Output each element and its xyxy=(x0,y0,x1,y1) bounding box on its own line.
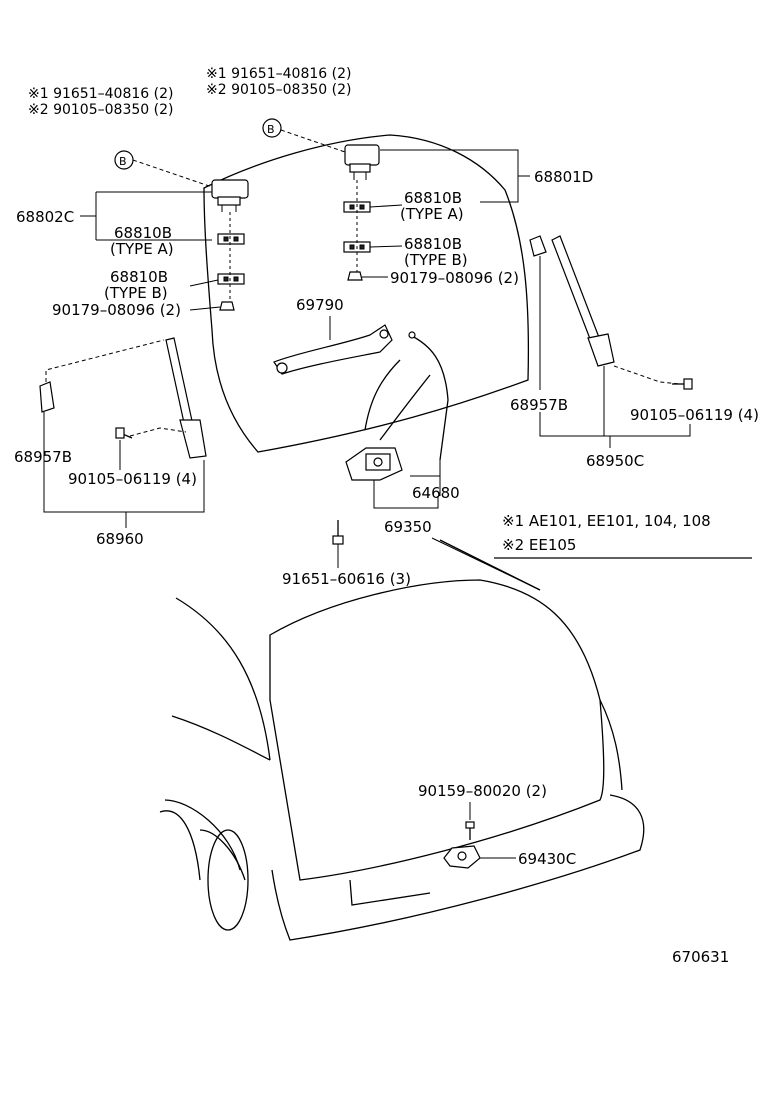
left-nut-icon xyxy=(219,301,235,311)
note-left-2: ※2 90105–08350 (2) xyxy=(28,102,173,118)
door-lock-icon xyxy=(345,447,403,481)
label-64680: 64680 xyxy=(412,484,460,502)
left-bolt-icon xyxy=(115,427,133,439)
legend-note-1: ※1 AE101, EE101, 104, 108 xyxy=(502,512,711,530)
right-stay-icon xyxy=(551,235,615,367)
note-left-1: ※1 91651–40816 (2) xyxy=(28,86,173,102)
right-nut-icon xyxy=(347,271,363,281)
label-69350: 69350 xyxy=(384,518,432,536)
label-68960: 68960 xyxy=(96,530,144,548)
label-68957b-right: 68957B xyxy=(510,396,568,414)
b-marker-top: B xyxy=(267,123,275,136)
label-68810b-right-a: 68810B xyxy=(404,189,462,207)
label-68801d: 68801D xyxy=(534,168,593,186)
note-top-1: ※1 91651–40816 (2) xyxy=(206,66,351,82)
label-90159-80020: 90159–80020 (2) xyxy=(418,782,547,800)
note-top-2: ※2 90105–08350 (2) xyxy=(206,82,351,98)
label-68810b-left-a: 68810B xyxy=(114,224,172,242)
label-nut-left: 90179–08096 (2) xyxy=(52,301,181,319)
left-hinge-icon xyxy=(211,179,249,212)
diagram-number: 670631 xyxy=(672,948,729,966)
back-door-outline xyxy=(203,134,530,453)
label-68957b-left: 68957B xyxy=(14,448,72,466)
label-69430c: 69430C xyxy=(518,850,576,868)
left-stay-icon xyxy=(165,337,207,459)
label-nut-right: 90179–08096 (2) xyxy=(390,269,519,287)
left-shim-type-b-icon xyxy=(217,273,245,285)
label-type-a-right: (TYPE A) xyxy=(400,205,464,223)
legend-note-2: ※2 EE105 xyxy=(502,536,576,554)
right-hinge-icon xyxy=(344,144,380,180)
label-68810b-left-b: 68810B xyxy=(110,268,168,286)
right-stay-bracket-icon xyxy=(529,235,547,257)
label-90105-06119-right: 90105–06119 (4) xyxy=(630,406,759,424)
label-type-a-left: (TYPE A) xyxy=(110,240,174,258)
label-69790: 69790 xyxy=(296,296,344,314)
left-stay-bracket-icon xyxy=(39,381,55,413)
b-marker-left: B xyxy=(119,155,127,168)
label-68810b-right-b: 68810B xyxy=(404,235,462,253)
door-handle-icon xyxy=(273,324,393,375)
label-90105-06119-left: 90105–06119 (4) xyxy=(68,470,197,488)
left-shim-type-a-icon xyxy=(217,233,245,245)
label-68802c: 68802C xyxy=(16,208,74,226)
label-type-b-right: (TYPE B) xyxy=(404,251,468,269)
right-bolt-icon xyxy=(672,378,693,390)
label-91651-60616: 91651–60616 (3) xyxy=(282,570,411,588)
lock-screw-icon xyxy=(332,520,344,545)
label-type-b-left: (TYPE B) xyxy=(104,284,168,302)
label-68950c: 68950C xyxy=(586,452,644,470)
b-marker-top-icon xyxy=(262,118,282,138)
release-cable-icon xyxy=(364,331,449,461)
striker-screw-icon xyxy=(465,821,475,840)
vehicle-body xyxy=(159,539,645,941)
